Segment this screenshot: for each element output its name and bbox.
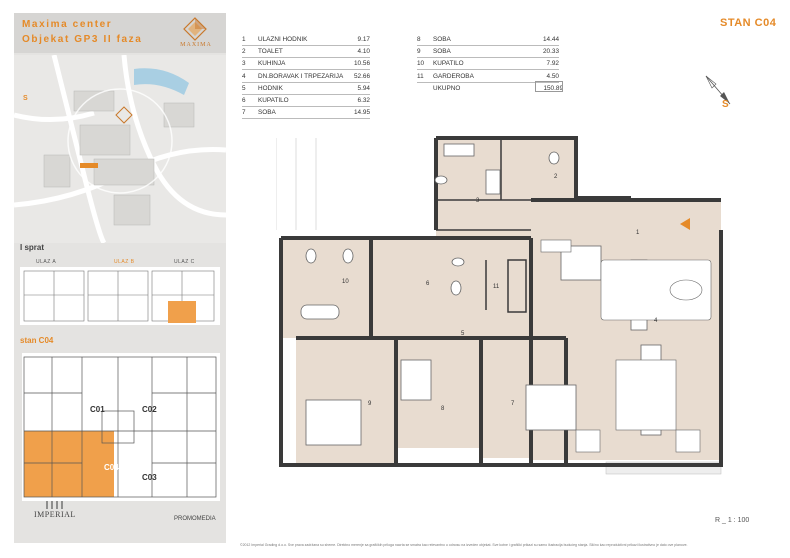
unit-c01-label: C01 (90, 405, 105, 414)
unit-c03-label: C03 (142, 473, 157, 482)
room-label-4: 4 (654, 318, 658, 324)
room-row: 4 DN.BORAVAK I TRPEZARIJA 52.66 (242, 71, 374, 82)
project-header: Maxima center Objekat GP3 II faza MAXIMA (14, 13, 226, 53)
room-row: 5 HODNIK 5.94 (242, 83, 374, 94)
room-label-5: 5 (461, 331, 465, 337)
map-compass-label: S (23, 95, 28, 102)
room-num: 2 (242, 48, 246, 56)
room-num: 10 (417, 60, 425, 68)
room-area: 9.17 (357, 36, 370, 43)
room-area: 14.44 (543, 36, 559, 43)
table-divider (242, 57, 370, 59)
room-label-9: 9 (368, 401, 372, 407)
developer-name: IMPERIAL (34, 510, 76, 519)
unit-c04-label: C04 (104, 463, 119, 472)
table-divider (242, 45, 370, 46)
room-label-10: 10 (342, 279, 349, 285)
project-name: Maxima center (22, 19, 113, 30)
logo-text: MAXIMA (180, 42, 212, 48)
room-area: 14.95 (354, 109, 370, 117)
room-area: 4.10 (357, 48, 370, 56)
table-divider (242, 69, 370, 71)
floor-plan: 1 2 3 4 5 6 7 8 9 10 11 (276, 136, 723, 475)
room-label-11: 11 (493, 284, 500, 290)
disclaimer-text: ©2012 Imperial Grading d.o.o. Sve prava … (240, 543, 688, 547)
table-divider (242, 93, 370, 95)
table-divider (417, 81, 559, 83)
room-name: SOBA (433, 48, 451, 56)
room-area: 6.32 (357, 97, 370, 104)
table-divider (417, 69, 559, 71)
room-row: 11 GARDEROBA 4.50 (417, 71, 563, 82)
project-sidebar: Maxima center Objekat GP3 II faza MAXIMA (14, 13, 226, 543)
room-name: ULAZNI HODNIK (258, 36, 308, 43)
room-label-6: 6 (426, 281, 430, 287)
room-num: 6 (242, 97, 246, 104)
room-name: TOALET (258, 48, 283, 56)
unit-keyplan (22, 353, 220, 501)
room-area: 52.66 (354, 72, 370, 80)
room-label-1: 1 (636, 230, 640, 236)
room-name: KUPATILO (258, 97, 289, 104)
room-row: 2 TOALET 4.10 (242, 46, 374, 57)
table-divider (242, 106, 370, 107)
room-num: 9 (417, 48, 421, 56)
total-area: 150.89 (543, 84, 563, 92)
room-row: 6 KUPATILO 6.32 (242, 95, 374, 106)
scale-label: R _ 1 : 100 (715, 517, 750, 524)
floor-label: I sprat (20, 243, 45, 252)
location-map (14, 55, 226, 243)
table-divider (417, 57, 559, 59)
total-row: UKUPNO 150.89 (417, 83, 567, 94)
room-area: 4.50 (546, 72, 559, 80)
table-divider (417, 45, 559, 46)
room-num: 3 (242, 60, 246, 68)
room-name: DN.BORAVAK I TRPEZARIJA (258, 72, 344, 80)
unit-c02-label: C02 (142, 405, 157, 414)
room-row: 9 SOBA 20.33 (417, 46, 563, 57)
imperial-logo-icon (46, 501, 63, 509)
room-num: 11 (417, 72, 424, 80)
room-row: 7 SOBA 14.95 (242, 107, 374, 118)
room-area: 7.92 (546, 60, 559, 68)
room-row: 8 SOBA 14.44 (417, 34, 563, 45)
room-row: 10 KUPATILO 7.92 (417, 58, 563, 69)
room-label-8: 8 (441, 406, 445, 412)
room-name: KUHINJA (258, 60, 286, 68)
room-label-3: 3 (476, 198, 480, 204)
room-name: HODNIK (258, 84, 283, 92)
entrance-c-label: ULAZ C (174, 259, 195, 265)
room-area: 10.56 (354, 60, 370, 68)
room-row: 1 ULAZNI HODNIK 9.17 (242, 34, 374, 45)
room-name: SOBA (433, 36, 451, 43)
table-divider (242, 118, 370, 120)
room-label-7: 7 (511, 401, 515, 407)
room-area: 5.94 (357, 84, 370, 92)
room-num: 7 (242, 109, 246, 117)
room-name: GARDEROBA (433, 72, 474, 80)
unit-label: stan C04 (20, 336, 54, 345)
compass-icon (705, 75, 731, 105)
room-num: 1 (242, 36, 246, 43)
agency-name: PROMOMEDIA (174, 516, 216, 522)
room-num: 8 (417, 36, 421, 43)
maxima-logo-icon (183, 17, 207, 41)
room-row: 3 KUHINJA 10.56 (242, 58, 374, 69)
total-label: UKUPNO (433, 84, 461, 92)
room-name: SOBA (258, 109, 276, 117)
compass-label: S (722, 99, 729, 110)
apartment-title: STAN C04 (720, 17, 777, 29)
room-label-2: 2 (554, 174, 558, 180)
total-area-box (535, 81, 563, 92)
floor-keyplan (20, 267, 220, 325)
project-phase: Objekat GP3 II faza (22, 34, 143, 45)
entrance-a-label: ULAZ A (36, 259, 57, 265)
room-name: KUPATILO (433, 60, 464, 68)
entrance-b-label: ULAZ B (114, 259, 135, 265)
room-area: 20.33 (543, 48, 559, 56)
room-num: 4 (242, 72, 246, 80)
room-num: 5 (242, 84, 246, 92)
table-divider (242, 81, 370, 83)
